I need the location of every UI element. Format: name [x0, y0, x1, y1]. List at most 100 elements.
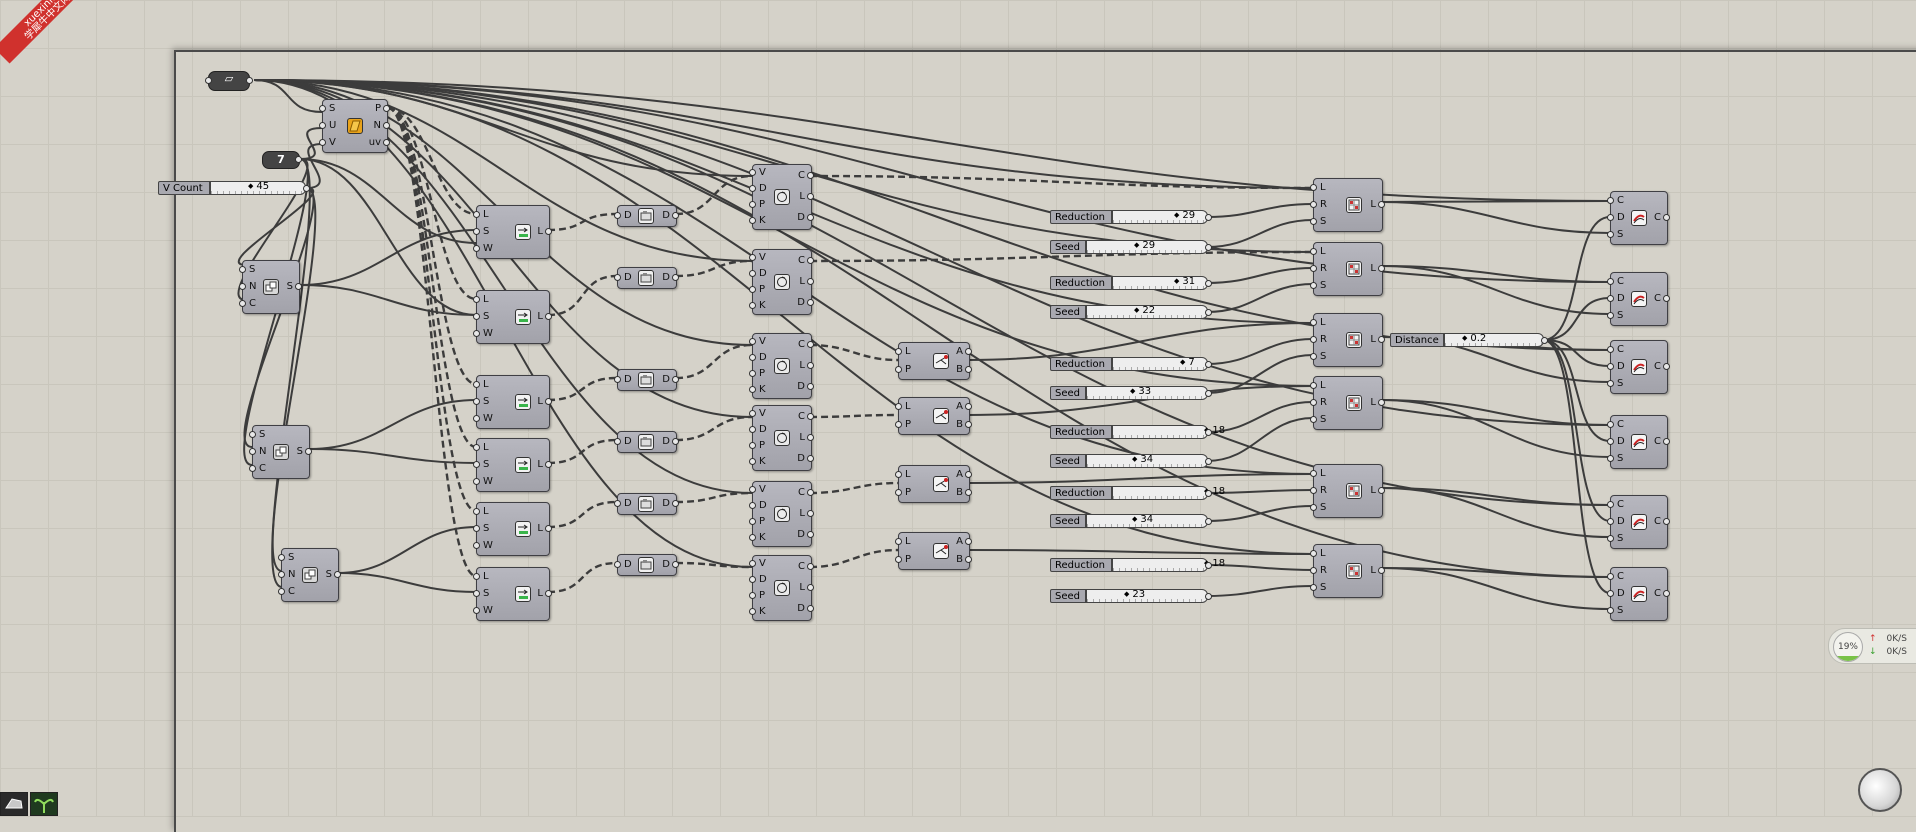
- input-grip[interactable]: [895, 348, 902, 355]
- input-grip[interactable]: [1310, 549, 1317, 557]
- input-grip[interactable]: [749, 608, 756, 615]
- input-grip[interactable]: [473, 590, 480, 597]
- input-grip[interactable]: [1310, 399, 1317, 406]
- input-port[interactable]: K: [759, 300, 766, 311]
- output-grip[interactable]: [807, 256, 814, 264]
- input-grip[interactable]: [1310, 318, 1317, 326]
- output-grip[interactable]: [1663, 363, 1670, 370]
- input-port[interactable]: V: [759, 252, 766, 263]
- input-grip[interactable]: [1310, 201, 1317, 208]
- output-port[interactable]: L: [1370, 199, 1376, 210]
- output-port[interactable]: S: [296, 446, 303, 457]
- input-grip[interactable]: [749, 169, 756, 176]
- input-port[interactable]: D: [624, 559, 632, 570]
- input-grip[interactable]: [895, 403, 902, 410]
- output-port[interactable]: L: [537, 459, 543, 470]
- output-port[interactable]: C: [798, 254, 805, 266]
- input-grip[interactable]: [749, 486, 756, 493]
- output-grip[interactable]: [1205, 280, 1212, 287]
- input-grip[interactable]: [239, 265, 246, 273]
- output-grip[interactable]: [295, 156, 302, 163]
- input-port[interactable]: K: [759, 384, 766, 395]
- input-grip[interactable]: [749, 458, 756, 465]
- input-port[interactable]: K: [759, 215, 766, 226]
- input-grip[interactable]: [473, 415, 480, 423]
- output-grip[interactable]: [545, 590, 552, 597]
- input-port[interactable]: V: [759, 558, 766, 569]
- output-port[interactable]: L: [537, 396, 543, 407]
- output-port[interactable]: D: [797, 297, 805, 309]
- input-grip[interactable]: [473, 607, 480, 615]
- input-grip[interactable]: [249, 430, 256, 438]
- input-port[interactable]: L: [1320, 245, 1326, 257]
- input-grip[interactable]: [473, 461, 480, 468]
- input-port[interactable]: D: [1617, 212, 1625, 223]
- input-grip[interactable]: [473, 313, 480, 320]
- output-port[interactable]: P: [374, 102, 381, 114]
- input-grip[interactable]: [749, 302, 756, 309]
- input-grip[interactable]: [749, 386, 756, 393]
- input-port[interactable]: C: [288, 586, 295, 598]
- surface-param[interactable]: ▱: [208, 71, 250, 91]
- input-port[interactable]: U: [329, 120, 337, 131]
- output-grip[interactable]: [545, 398, 552, 405]
- output-port[interactable]: L: [1370, 263, 1376, 274]
- input-grip[interactable]: [749, 185, 756, 192]
- input-grip[interactable]: [749, 410, 756, 417]
- input-port[interactable]: L: [905, 401, 911, 412]
- output-port[interactable]: S: [286, 281, 293, 292]
- input-grip[interactable]: [1310, 416, 1317, 424]
- output-grip[interactable]: [807, 383, 814, 391]
- output-port[interactable]: A: [956, 346, 963, 357]
- input-grip[interactable]: [749, 592, 756, 599]
- output-grip[interactable]: [334, 571, 341, 578]
- input-grip[interactable]: [473, 228, 480, 235]
- input-grip[interactable]: [1310, 584, 1317, 592]
- input-port[interactable]: S: [1320, 351, 1327, 363]
- input-port[interactable]: K: [759, 606, 766, 617]
- input-port[interactable]: D: [1617, 293, 1625, 304]
- input-port[interactable]: D: [624, 210, 632, 221]
- input-port[interactable]: V: [759, 167, 766, 178]
- output-port[interactable]: L: [799, 191, 805, 202]
- input-grip[interactable]: [473, 507, 480, 515]
- input-port[interactable]: L: [905, 346, 911, 357]
- input-port[interactable]: L: [1320, 379, 1326, 391]
- input-grip[interactable]: [278, 588, 285, 596]
- input-port[interactable]: P: [759, 199, 766, 210]
- input-grip[interactable]: [1310, 247, 1317, 255]
- output-port[interactable]: D: [662, 210, 670, 221]
- input-port[interactable]: D: [624, 272, 632, 283]
- output-grip[interactable]: [1663, 518, 1670, 525]
- slider-track[interactable]: [1112, 558, 1208, 572]
- rhino-icon[interactable]: [0, 792, 28, 816]
- input-grip[interactable]: [614, 274, 621, 281]
- input-grip[interactable]: [749, 534, 756, 541]
- distance-slider[interactable]: Distance0.2: [1390, 333, 1544, 347]
- input-port[interactable]: W: [483, 476, 493, 488]
- input-grip[interactable]: [749, 560, 756, 567]
- output-grip[interactable]: [807, 510, 814, 517]
- input-port[interactable]: W: [483, 328, 493, 340]
- input-grip[interactable]: [1607, 590, 1614, 597]
- input-grip[interactable]: [1607, 312, 1614, 320]
- reduction-slider-1[interactable]: Reduction29: [1050, 210, 1208, 224]
- output-grip[interactable]: [965, 348, 972, 355]
- output-grip[interactable]: [807, 584, 814, 591]
- input-grip[interactable]: [473, 295, 480, 303]
- output-port[interactable]: L: [799, 432, 805, 443]
- input-grip[interactable]: [749, 254, 756, 261]
- output-port[interactable]: A: [956, 536, 963, 547]
- input-port[interactable]: W: [483, 605, 493, 617]
- input-port[interactable]: C: [1617, 498, 1624, 510]
- output-grip[interactable]: [965, 556, 972, 563]
- output-grip[interactable]: [383, 122, 390, 129]
- input-grip[interactable]: [749, 217, 756, 224]
- input-port[interactable]: L: [905, 469, 911, 480]
- seed-slider-3[interactable]: Seed33: [1050, 386, 1208, 400]
- output-port[interactable]: L: [1370, 334, 1376, 345]
- input-grip[interactable]: [895, 538, 902, 545]
